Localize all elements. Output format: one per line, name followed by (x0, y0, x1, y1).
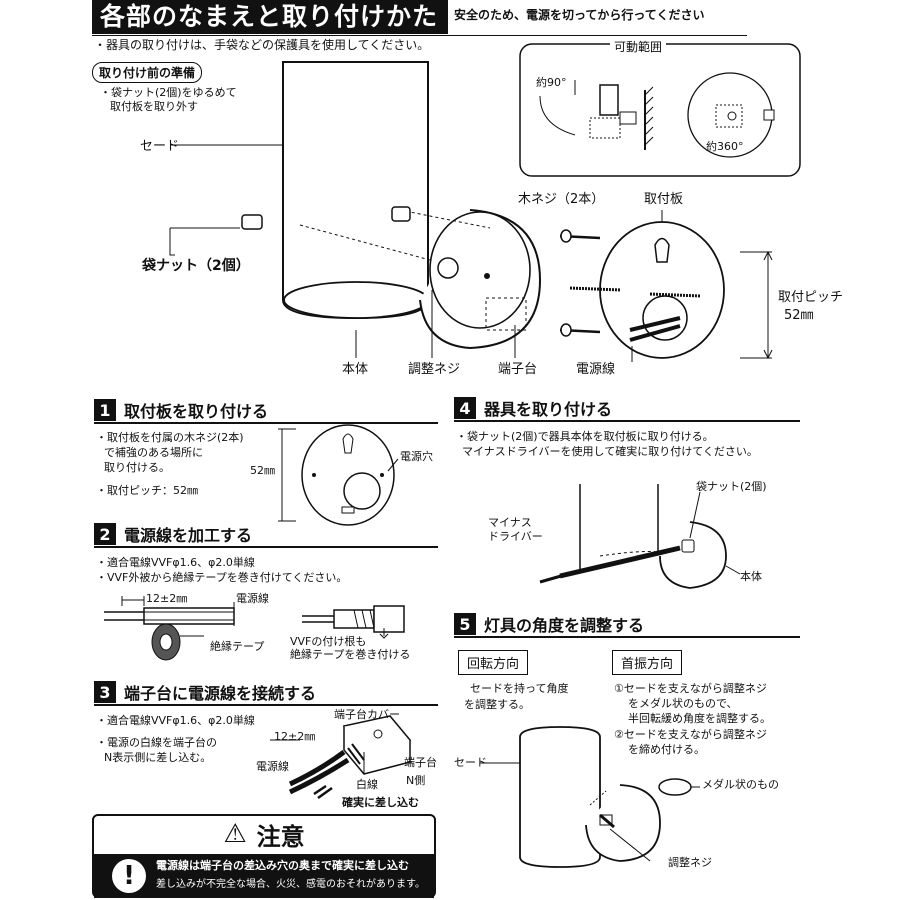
step3-n-side: N側 (406, 774, 426, 787)
tilt-line-5: を締め付ける。 (628, 743, 705, 756)
range-title: 可動範囲 (610, 40, 667, 55)
prep-line-1: ・袋ナット(2個)をゆるめて (100, 86, 237, 99)
step3-cover: 端子台カバー (334, 708, 400, 721)
tilt-line-1: ①セードを支えながら調整ネジ (614, 682, 767, 695)
caution-body: ! 電源線は端子台の差込み穴の奥まで確実に差し込む 差し込みが不完全な場合、火災… (94, 854, 434, 898)
step3-white: 白線 (356, 778, 378, 791)
section-2-title: 電源線を加工する (124, 526, 253, 545)
body-hole (437, 257, 459, 279)
prep-line-2: 取付板を取り外す (110, 100, 198, 113)
rotate-line-2: を調整する。 (464, 698, 530, 711)
step5-diagram (480, 726, 700, 868)
step4-line-1: ・袋ナット(2個)で器具本体を取付板に取り付ける。 (456, 430, 714, 443)
range-angle-90: 約90° (536, 76, 567, 89)
range-angle-360: 約360° (706, 140, 744, 153)
step4-driver-1: マイナス (488, 516, 532, 529)
section-4-header: 4 器具を取り付ける (454, 396, 612, 420)
section-4-title: 器具を取り付ける (484, 400, 613, 419)
step2-strip: 12±2㎜ (146, 592, 188, 605)
step4-cap-nut: 袋ナット(2個) (696, 480, 767, 493)
caution-box: ⚠ 注意 ! 電源線は端子台の差込み穴の奥まで確実に差し込む 差し込みが不完全な… (92, 814, 436, 898)
step3-line-2: ・電源の白線を端子台の (96, 736, 217, 749)
label-body: 本体 (342, 362, 369, 377)
label-pitch: 取付ピッチ (778, 290, 844, 305)
rotate-line-1: セードを持って角度 (470, 682, 569, 695)
label-wood-screw: 木ネジ（2本） (518, 192, 605, 207)
step2-note-2: 絶縁テープを巻き付ける (290, 648, 411, 661)
step4-driver-2: ドライバー (488, 530, 543, 543)
section-3-number: 3 (94, 681, 116, 703)
step2-line-1: ・適合電線VVFφ1.6、φ2.0単線 (96, 556, 255, 569)
tilt-line-2: をメダル状のもので、 (628, 697, 738, 710)
step3-line-1: ・適合電線VVFφ1.6、φ2.0単線 (96, 714, 255, 727)
step5-screw: 調整ネジ (668, 856, 712, 869)
label-shade: セード (140, 139, 180, 154)
caution-title: 注意 (256, 822, 305, 851)
label-mount-plate: 取付板 (644, 192, 684, 207)
step2-diagram (104, 596, 405, 661)
step3-line-3: N表示側に差し込む。 (104, 751, 212, 764)
step2-note-1: VVFの付け根も (290, 635, 367, 648)
shade-opening (283, 281, 429, 319)
tilt-line-4: ②セードを支えながら調整ネジ (614, 728, 767, 741)
step5-shade: セード (454, 756, 487, 769)
section-5-header: 5 灯具の角度を調整する (454, 612, 644, 636)
step1-line-1: ・取付板を付属の木ネジ(2本) (96, 431, 244, 444)
step1-hole: 電源穴 (400, 450, 433, 463)
step1-dim: 52㎜ (250, 464, 275, 477)
step3-insert: 確実に差し込む (342, 796, 419, 809)
step1-pitch: ・取付ピッチ：52㎜ (96, 484, 198, 497)
header-rule (92, 35, 747, 36)
section-3-title: 端子台に電源線を接続する (124, 684, 317, 703)
step3-diagram (270, 715, 412, 800)
caution-line-2: 差し込みが不完全な場合、火災、感電のおそれがあります。 (156, 879, 425, 890)
tilt-line-3: 半回転緩め角度を調整する。 (628, 712, 771, 725)
label-cap-nut: 袋ナット（2個） (142, 258, 250, 274)
label-power-cord: 電源線 (576, 362, 616, 377)
prep-label: 取り付け前の準備 (92, 62, 203, 83)
section-2-number: 2 (94, 523, 116, 545)
caution-line-1: 電源線は端子台の差込み穴の奥まで確実に差し込む (156, 859, 409, 872)
step4-diagram (539, 484, 741, 589)
step1-line-2: で補強のある場所に (104, 446, 203, 459)
label-terminal: 端子台 (498, 362, 538, 377)
label-pitch-value: 52㎜ (784, 308, 814, 323)
section-2-header: 2 電源線を加工する (94, 522, 252, 546)
section-3-header: 3 端子台に電源線を接続する (94, 680, 316, 704)
step3-strip: 12±2㎜ (274, 730, 316, 743)
warning-triangle-icon: ⚠ (223, 819, 247, 849)
shade-shape (282, 61, 429, 320)
exclamation-icon: ! (112, 859, 146, 893)
section-1-title: 取付板を取り付ける (124, 402, 269, 421)
step2-tape: 絶縁テープ (210, 640, 265, 653)
step2-line-2: ・VVF外被から絶縁テープを巻き付けてください。 (96, 571, 348, 584)
page-title: 各部のなまえと取り付けかた (92, 0, 448, 34)
step4-line-2: マイナスドライバーを使用して確実に取り付けてください。 (462, 445, 758, 458)
step4-body: 本体 (740, 570, 762, 583)
gloves-note: ・器具の取り付けは、手袋などの保護具を使用してください。 (94, 38, 430, 52)
caution-header: ⚠ 注意 (94, 816, 434, 852)
step3-terminal: 端子台 (404, 756, 437, 769)
step1-diagram (278, 424, 399, 526)
cap-nut-right (391, 206, 411, 222)
section-5-title: 灯具の角度を調整する (484, 616, 645, 635)
step5-medal: メダル状のもの (702, 778, 779, 791)
step2-wire: 電源線 (236, 592, 269, 605)
label-adjust-screw: 調整ネジ (408, 362, 461, 377)
rotate-label: 回転方向 (458, 650, 529, 675)
section-1-header: 1 取付板を取り付ける (94, 398, 268, 422)
section-1-number: 1 (94, 399, 116, 421)
cap-nut-left (241, 214, 263, 230)
safety-note: 安全のため、電源を切ってから行ってください (454, 8, 705, 22)
section-4-number: 4 (454, 397, 476, 419)
section-5-number: 5 (454, 613, 476, 635)
body-face (429, 211, 531, 329)
step1-line-3: 取り付ける。 (104, 461, 170, 474)
step3-wire: 電源線 (256, 760, 289, 773)
tilt-label: 首振方向 (612, 650, 683, 675)
